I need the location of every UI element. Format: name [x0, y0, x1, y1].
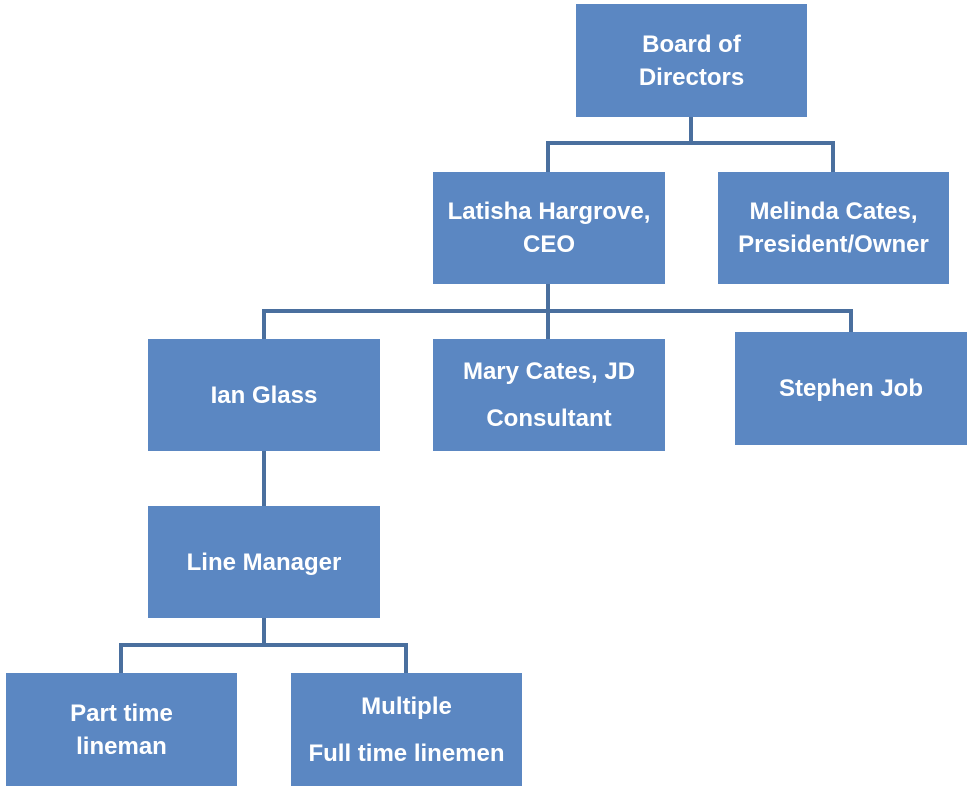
- node-label-line: Consultant: [486, 405, 612, 432]
- node-label-line: Multiple: [361, 692, 452, 720]
- node-multiple-full-time-linemen: Multiple Full time linemen: [291, 673, 522, 786]
- node-label-line: Melinda Cates,: [749, 198, 918, 225]
- node-stephen-job: Stephen Job: [735, 332, 967, 445]
- node-label-line: lineman: [76, 732, 167, 760]
- node-label-line: Board of: [642, 30, 741, 58]
- node-line-manager: Line Manager: [148, 506, 380, 618]
- node-label-line: Line Manager: [186, 548, 342, 576]
- node-label-line: Part time: [70, 699, 173, 727]
- node-part-time-lineman: Part time lineman: [6, 673, 237, 786]
- node-mary-cates: Mary Cates, JD Consultant: [433, 339, 665, 451]
- node-label-line: President/Owner: [738, 231, 929, 258]
- node-board-of-directors: Board of Directors: [576, 4, 807, 117]
- node-label-line: Stephen Job: [778, 375, 923, 402]
- node-label-line: Ian Glass: [210, 381, 318, 409]
- node-ian-glass: Ian Glass: [148, 339, 380, 451]
- node-label-line: Latisha Hargrove,: [447, 198, 651, 225]
- node-label-line: Full time linemen: [308, 739, 505, 767]
- node-label-line: Directors: [638, 63, 745, 91]
- node-latisha-hargrove: Latisha Hargrove, CEO: [433, 172, 665, 284]
- node-label-line: CEO: [522, 231, 575, 258]
- node-melinda-cates: Melinda Cates, President/Owner: [718, 172, 949, 284]
- node-label-line: Mary Cates, JD: [462, 358, 636, 385]
